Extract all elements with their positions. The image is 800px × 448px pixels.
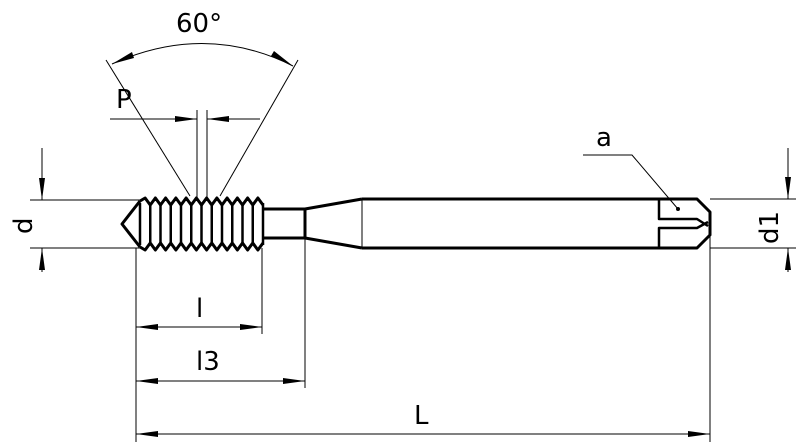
angle-label: 60° [176,9,222,39]
neck-length-dimension: l3 [136,347,305,384]
tap-body [120,196,712,252]
pitch-dimension: P [110,85,260,200]
square-end [657,199,709,248]
thread-length-label: l [196,294,203,324]
square-label: a [596,123,612,153]
thread-length-dimension: l [136,294,262,330]
neck-length-label: l3 [196,347,220,377]
diameter-dimension: d [9,148,140,272]
total-length-dimension: L [136,401,710,437]
tap-tip [120,200,142,248]
thread-teeth [138,196,265,252]
pitch-label: P [116,85,132,115]
shank-diameter-dimension: d1 [710,148,796,272]
taper [304,197,363,250]
shank-diameter-label: d1 [755,211,785,244]
square-leader: a [583,123,679,210]
neck [263,207,307,240]
extension-lines [135,235,711,442]
diameter-label: d [9,217,39,234]
angle-dimension: 60° [105,9,299,197]
total-length-label: L [414,401,429,431]
shank [362,197,712,250]
